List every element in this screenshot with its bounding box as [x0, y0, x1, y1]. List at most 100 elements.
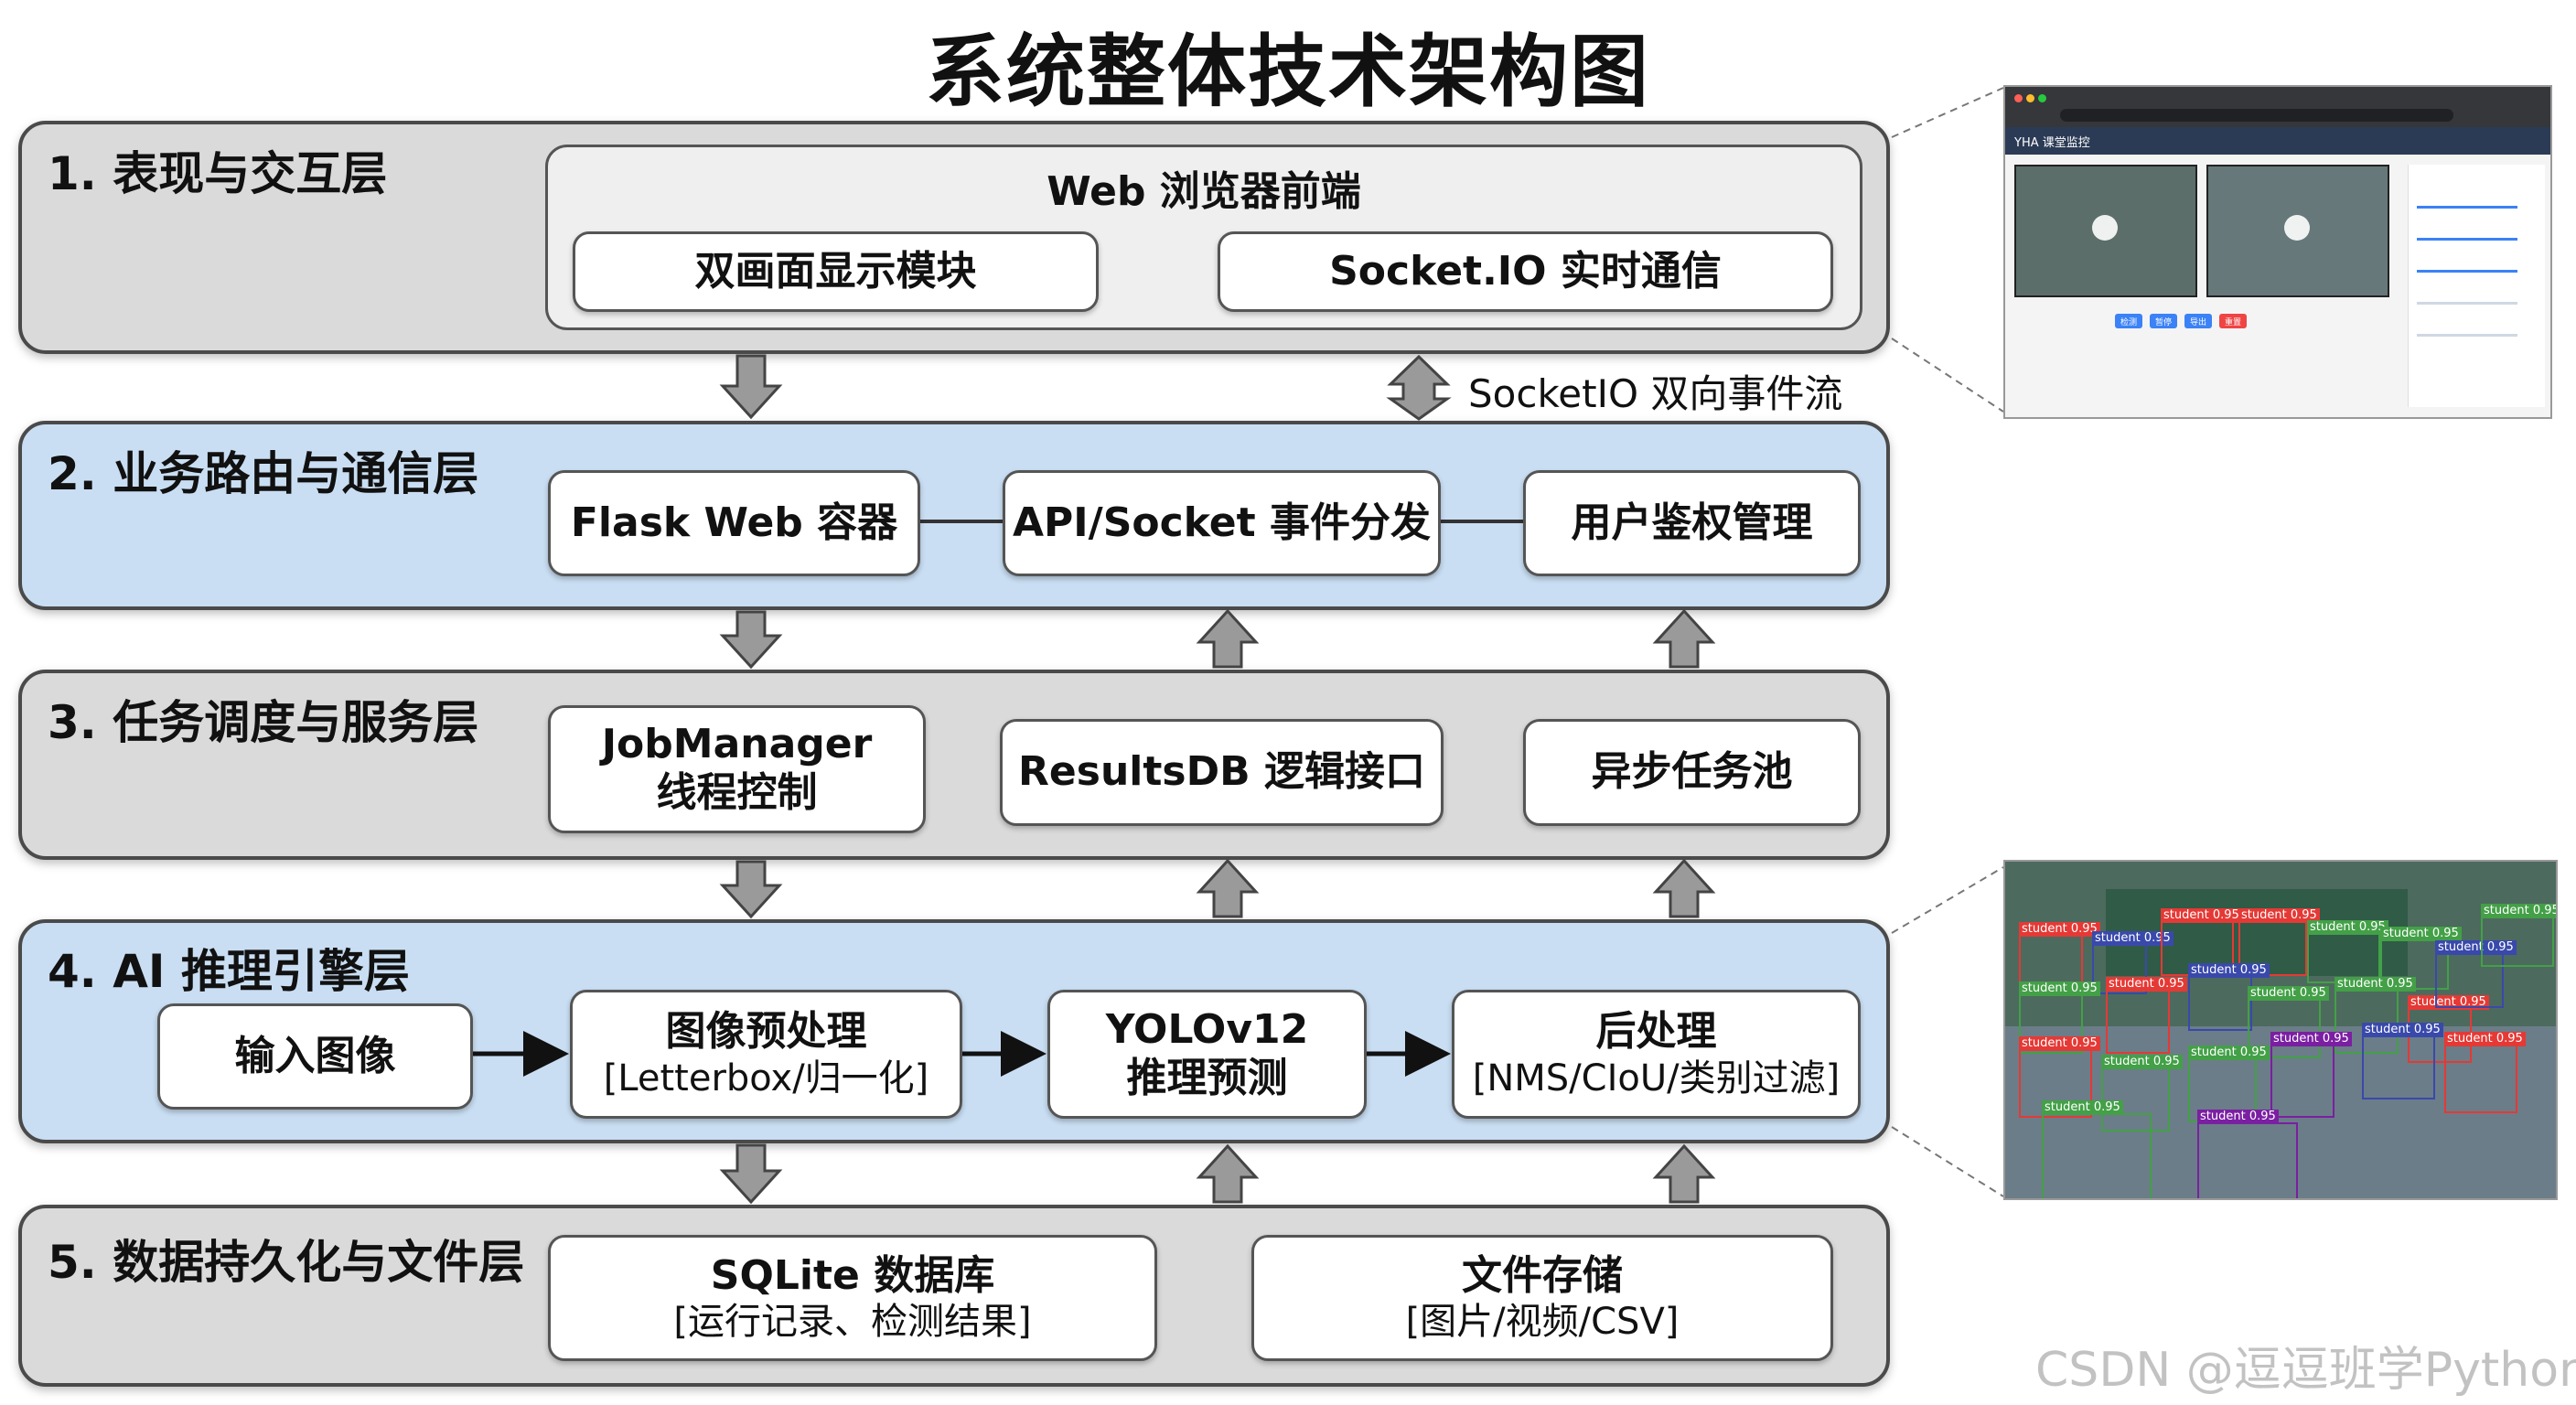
frontend-screenshot: YHA 课堂监控 检测 暂停 导出 重置	[2003, 85, 2552, 419]
api-socket-dispatch: API/Socket 事件分发	[1003, 470, 1441, 576]
file-storage: 文件存储 [图片/视频/CSV]	[1251, 1235, 1833, 1361]
flask-web-container: Flask Web 容器	[548, 470, 920, 576]
dual-view-module: 双画面显示模块	[573, 231, 1099, 312]
layer-persistence-title: 5. 数据持久化与文件层	[48, 1236, 525, 1289]
slider[interactable]	[2417, 302, 2517, 305]
detection-label: student 0.95	[2019, 922, 2100, 937]
detection-label: student 0.95	[2106, 977, 2187, 992]
play-icon	[2284, 215, 2310, 241]
up-arrow	[1652, 1143, 1716, 1204]
detection-label: student 0.95	[2444, 1032, 2526, 1046]
connector-line	[920, 520, 1003, 523]
detection-box: student 0.95	[2334, 977, 2416, 1054]
input-image-label: 输入图像	[234, 1032, 396, 1079]
resultsdb-interface: ResultsDB 逻辑接口	[1000, 719, 1444, 826]
watermark: CSDN @逗逗班学Python	[2035, 1343, 2576, 1398]
yolo-inference-subtitle: 推理预测	[1126, 1054, 1288, 1101]
browser-url-bar	[2060, 109, 2453, 122]
file-storage-title: 文件存储	[1462, 1251, 1623, 1299]
down-arrow	[719, 1143, 783, 1205]
detection-label: student 0.95	[2019, 981, 2100, 996]
slider[interactable]	[2417, 238, 2517, 241]
down-arrow	[719, 610, 783, 670]
connector-line	[1441, 520, 1523, 523]
detection-label: student 0.95	[2270, 1032, 2352, 1046]
async-task-pool-label: 异步任务池	[1591, 748, 1793, 796]
async-task-pool: 异步任务池	[1523, 719, 1861, 826]
settings-sidebar	[2408, 165, 2545, 407]
sqlite-detail: [运行记录、检测结果]	[673, 1301, 1032, 1344]
detection-box: student 0.95	[2197, 1110, 2298, 1198]
detection-label: student 0.95	[2362, 1023, 2443, 1037]
detection-box: student 0.95	[2270, 1032, 2352, 1118]
detection-box: student 0.95	[2101, 1055, 2183, 1132]
detection-box: student 0.95	[2248, 986, 2329, 1058]
detection-box: student 0.95	[2481, 904, 2556, 967]
play-icon	[2092, 215, 2118, 241]
control-button[interactable]: 暂停	[2150, 314, 2178, 328]
up-arrow	[1196, 1143, 1260, 1204]
layer-scheduling-title: 3. 任务调度与服务层	[48, 696, 479, 749]
socketio-realtime-module: Socket.IO 实时通信	[1218, 231, 1833, 312]
control-button[interactable]: 导出	[2184, 314, 2213, 328]
preprocessing-detail: [Letterbox/归一化]	[603, 1056, 929, 1099]
detection-label: student 0.95	[2019, 1036, 2100, 1051]
detection-box: student 0.95	[2019, 981, 2100, 1054]
detection-box: student 0.95	[2444, 1032, 2526, 1113]
detection-box: student 0.95	[2238, 908, 2320, 976]
layer-presentation-title: 1. 表现与交互层	[48, 147, 388, 200]
control-button[interactable]: 重置	[2219, 314, 2248, 328]
detection-box: student 0.95	[2161, 908, 2242, 976]
web-frontend-title: Web 浏览器前端	[1046, 168, 1361, 215]
slider[interactable]	[2417, 206, 2517, 209]
detection-label: student 0.95	[2188, 1046, 2270, 1060]
up-arrow	[1652, 858, 1716, 918]
control-button[interactable]: 检测	[2115, 314, 2143, 328]
post-processing-title: 后处理	[1595, 1008, 1717, 1056]
detection-label: student 0.95	[2248, 986, 2329, 1001]
down-arrow	[719, 860, 783, 919]
app-header-bar	[2005, 127, 2550, 155]
up-arrow	[1652, 608, 1716, 669]
up-arrow	[1196, 858, 1260, 918]
detection-box: student 0.95	[2042, 1100, 2152, 1198]
sqlite-title: SQLite 数据库	[710, 1251, 995, 1299]
layer-ai-engine-title: 4. AI 推理引擎层	[48, 945, 410, 998]
image-preprocessing: 图像预处理 [Letterbox/归一化]	[570, 990, 962, 1119]
job-manager-line2: 线程控制	[656, 769, 818, 816]
detection-label: student 0.95	[2238, 908, 2320, 923]
job-manager: JobManager 线程控制	[548, 705, 926, 833]
detection-label: student 0.95	[2334, 977, 2416, 992]
post-processing: 后处理 [NMS/CIoU/类别过滤]	[1452, 990, 1861, 1119]
diagram-title: 系统整体技术架构图	[926, 27, 1650, 118]
detection-box: student 0.95	[2106, 977, 2187, 1054]
detection-box: student 0.95	[2188, 963, 2270, 1031]
callout-line	[1891, 87, 2004, 413]
file-storage-detail: [图片/视频/CSV]	[1405, 1301, 1680, 1344]
detection-label: student 0.95	[2307, 920, 2388, 935]
job-manager-line1: JobManager	[601, 721, 873, 768]
slider[interactable]	[2417, 270, 2517, 273]
yolo-inference-title: YOLOv12	[1105, 1005, 1309, 1053]
callout-line	[1891, 866, 2004, 1197]
detection-label: student 0.95	[2161, 908, 2242, 923]
detection-box: student 0.95	[2019, 1036, 2100, 1118]
bidirectional-arrow	[1386, 354, 1452, 421]
detection-box: student 0.95	[2307, 920, 2388, 983]
socketio-stream-label: SocketIO 双向事件流	[1468, 371, 1843, 416]
control-buttons: 检测 暂停 导出 重置	[2115, 314, 2298, 328]
slider[interactable]	[2417, 334, 2517, 337]
app-header-text: YHA 课堂监控	[2014, 136, 2090, 150]
detection-label: student 0.95	[2380, 927, 2462, 941]
detection-label: student 0.95	[2197, 1110, 2279, 1124]
preprocessing-title: 图像预处理	[665, 1008, 867, 1056]
sqlite-database: SQLite 数据库 [运行记录、检测结果]	[548, 1235, 1157, 1361]
yolo-inference: YOLOv12 推理预测	[1047, 990, 1367, 1119]
detection-label: student 0.95	[2101, 1055, 2183, 1069]
detection-label: student 0.95	[2092, 931, 2174, 946]
detection-label: student 0.95	[2042, 1100, 2123, 1115]
up-arrow	[1196, 608, 1260, 669]
layer-routing-title: 2. 业务路由与通信层	[48, 447, 479, 500]
detection-label: student 0.95	[2188, 963, 2270, 978]
down-arrow	[719, 354, 783, 420]
